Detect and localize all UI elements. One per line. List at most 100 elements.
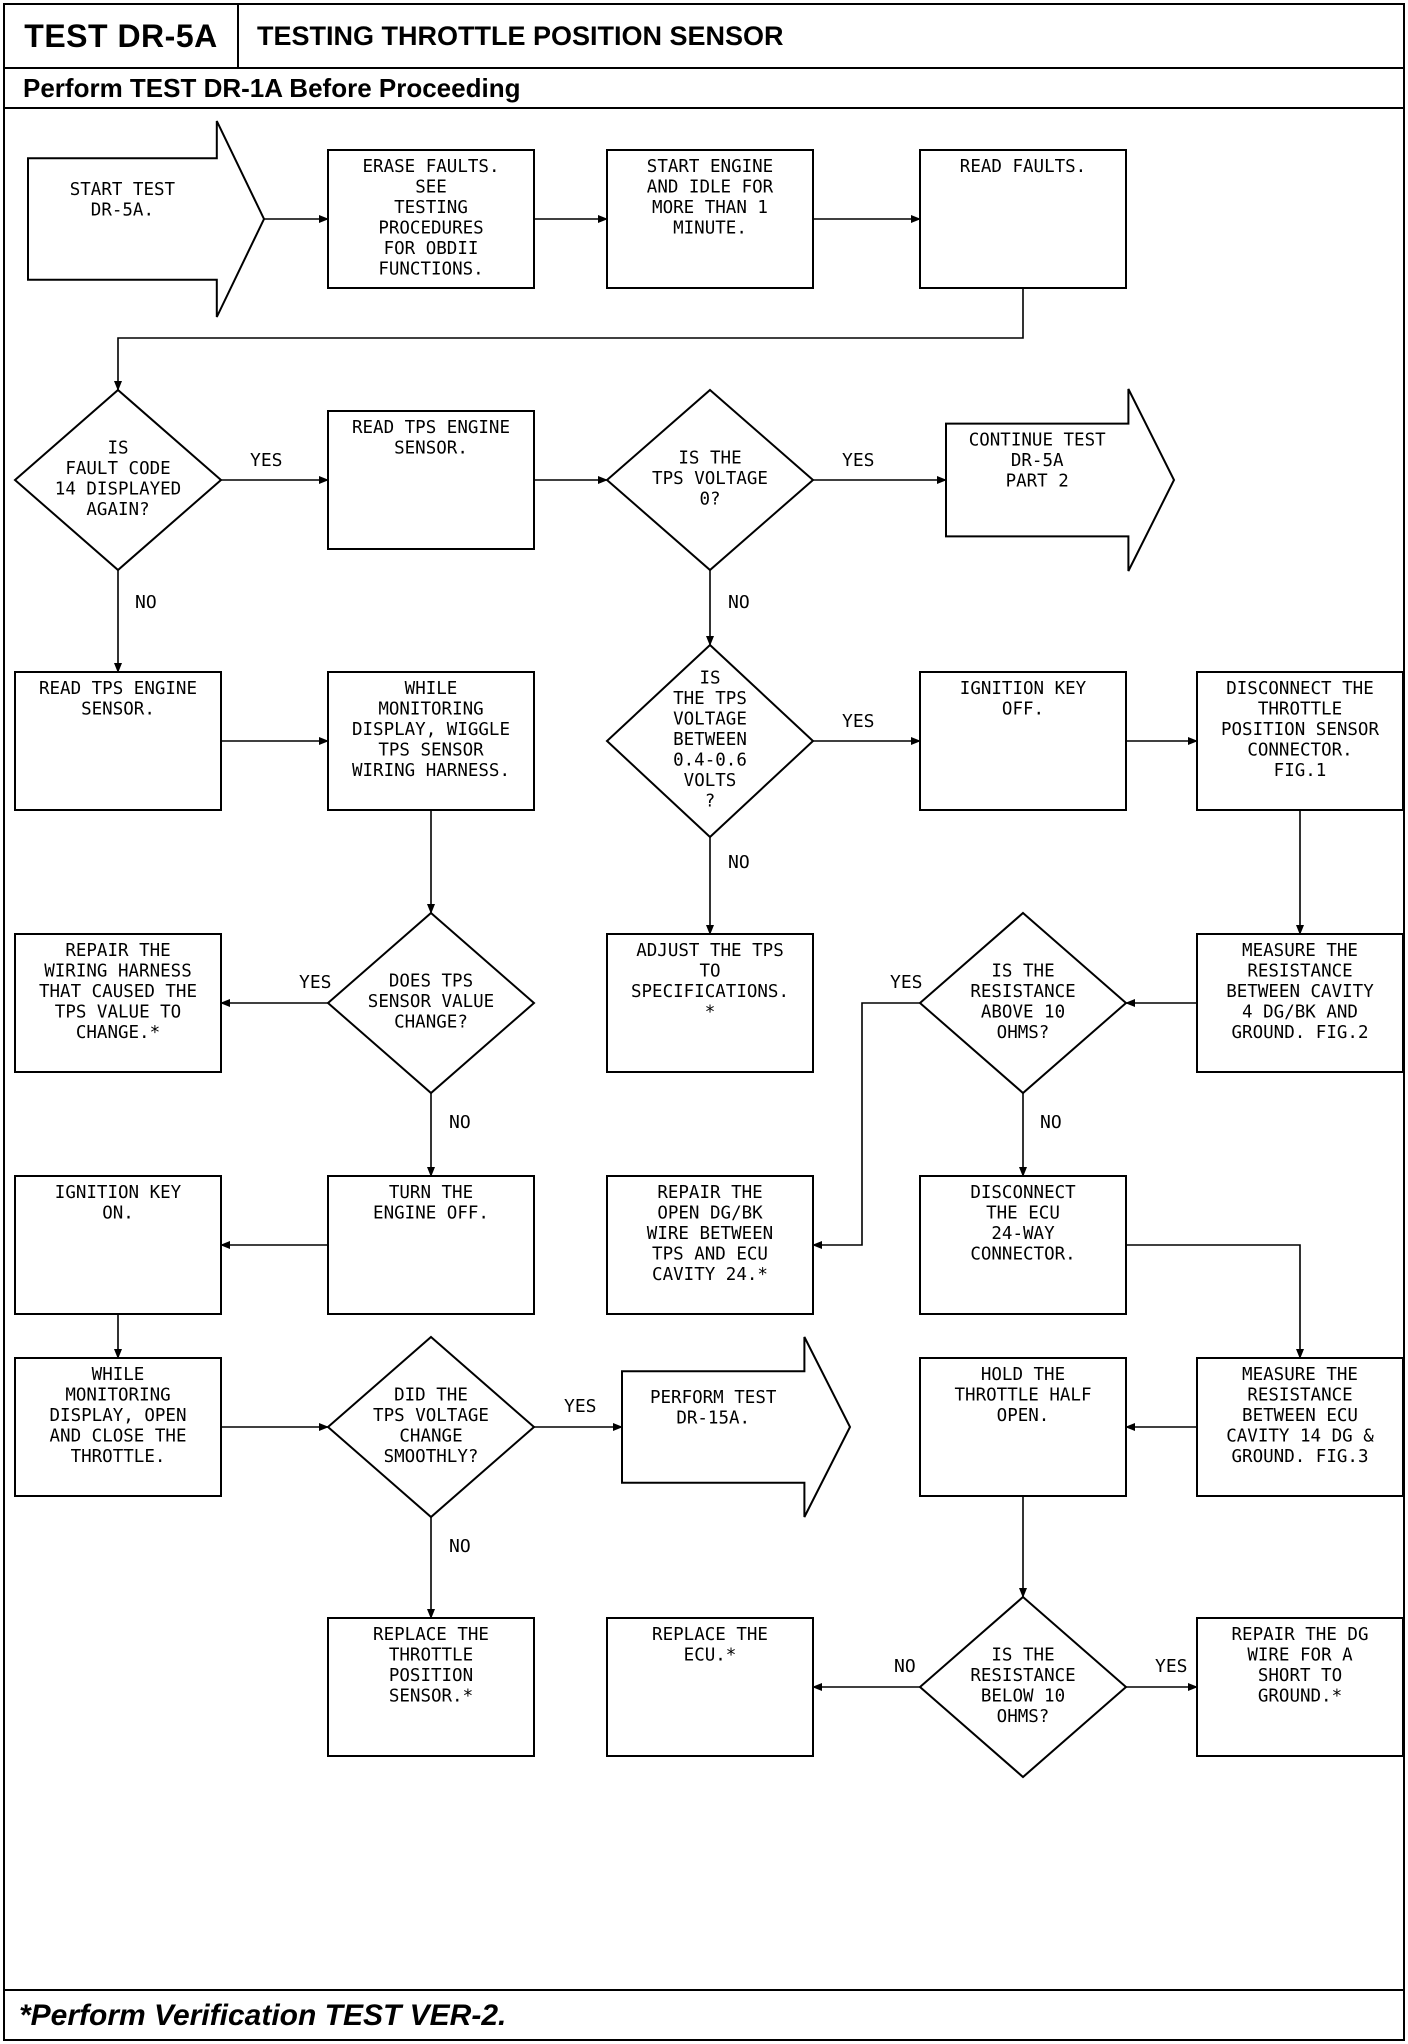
node-text-line: WHILE <box>92 1365 145 1385</box>
node-text-line: THROTTLE HALF <box>955 1386 1092 1406</box>
node-text-line: DID THE <box>394 1385 468 1405</box>
node-text-line: 14 DISPLAYED <box>55 479 181 499</box>
node-text-line: RESISTANCE <box>970 1666 1075 1686</box>
node-text-line: OHMS? <box>997 1023 1050 1043</box>
node-text-line: MORE THAN 1 <box>652 198 768 218</box>
node-shape-box <box>327 149 535 289</box>
node-shape-box <box>14 671 222 811</box>
node-text-line: ERASE FAULTS. <box>363 157 500 177</box>
node-shape-box <box>327 410 535 550</box>
node-text-line: MONITORING <box>378 700 483 720</box>
node-shape-diamond <box>918 911 1128 1095</box>
node-text-line: THAT CAUSED THE <box>39 982 197 1002</box>
node-text-line: CHANGE <box>399 1426 462 1446</box>
header-row: TEST DR-5A TESTING THROTTLE POSITION SEN… <box>5 5 1403 69</box>
edge-label: NO <box>728 592 750 613</box>
node-text-line: CONTINUE TEST <box>969 431 1106 451</box>
node-text-line: DISCONNECT THE <box>1226 679 1374 699</box>
node-text-line: IGNITION KEY <box>55 1183 182 1203</box>
node-text-line: ABOVE 10 <box>981 1002 1065 1022</box>
edge-above10-to-repairopen <box>812 1002 920 1249</box>
node-text-line: DR-15A. <box>676 1408 750 1428</box>
node-text-line: POSITION <box>389 1666 473 1686</box>
node-text-line: READ TPS ENGINE <box>39 679 197 699</box>
node-text-line: MONITORING <box>65 1386 170 1406</box>
node-text-line: WHILE <box>405 679 458 699</box>
node-text-line: POSITION SENSOR <box>1221 720 1380 740</box>
edge-label: NO <box>894 1656 916 1677</box>
node-text-line: FIG.1 <box>1274 761 1327 781</box>
edge-label: NO <box>449 1536 471 1557</box>
node-text-line: PROCEDURES <box>378 219 483 239</box>
node-shape-box <box>1196 671 1404 811</box>
node-text-line: 24-WAY <box>991 1224 1055 1244</box>
node-text-line: WIRE BETWEEN <box>647 1224 773 1244</box>
edge-label: YES <box>250 450 283 471</box>
node-text-line: SENSOR VALUE <box>368 992 494 1012</box>
node-text-line: BELOW 10 <box>981 1686 1065 1706</box>
node-text-line: FUNCTIONS. <box>378 260 483 280</box>
node-text-line: IS <box>699 669 720 689</box>
node-text-line: IS THE <box>991 1645 1054 1665</box>
node-text-line: SENSOR.* <box>389 1687 473 1707</box>
node-text-line: DISPLAY, WIGGLE <box>352 720 510 740</box>
prerequisite-note: Perform TEST DR-1A Before Proceeding <box>5 69 1403 109</box>
node-text-line: READ FAULTS. <box>960 157 1086 177</box>
node-text-line: PERFORM TEST <box>650 1388 777 1408</box>
node-text-line: HOLD THE <box>981 1365 1065 1385</box>
node-text-line: TURN THE <box>389 1183 473 1203</box>
node-text-line: RESISTANCE <box>1247 1386 1352 1406</box>
node-text-line: VOLTAGE <box>673 710 747 730</box>
node-text-line: THROTTLE. <box>71 1447 166 1467</box>
node-text-line: SENSOR. <box>394 439 468 459</box>
node-text-line: ENGINE OFF. <box>373 1204 489 1224</box>
node-text-line: START TEST <box>70 180 176 200</box>
node-shape-box <box>606 149 814 289</box>
node-text-line: ADJUST THE TPS <box>636 941 784 961</box>
node-text-line: AND CLOSE THE <box>50 1427 187 1447</box>
node-text-line: MINUTE. <box>673 219 747 239</box>
node-text-line: GROUND. FIG.3 <box>1232 1447 1369 1467</box>
footer-note: *Perform Verification TEST VER-2. <box>5 1989 1403 2041</box>
node-text-line: AND IDLE FOR <box>647 178 774 198</box>
flowchart-frame: TEST DR-5A TESTING THROTTLE POSITION SEN… <box>3 3 1405 2041</box>
edge-label: NO <box>135 592 157 613</box>
edge-label: YES <box>842 450 875 471</box>
node-text-line: DR-5A <box>1011 451 1064 471</box>
node-text-line: SENSOR. <box>81 700 155 720</box>
node-text-line: RESISTANCE <box>970 982 1075 1002</box>
node-text-line: THE ECU <box>986 1204 1060 1224</box>
node-text-line: REPAIR THE DG <box>1232 1625 1369 1645</box>
test-id: TEST DR-5A <box>5 5 239 67</box>
node-shape-box <box>606 1617 814 1757</box>
node-text-line: START ENGINE <box>647 157 773 177</box>
node-shape-box <box>1196 1357 1404 1497</box>
node-text-line: WIRING HARNESS <box>44 962 192 982</box>
node-shape-box <box>919 671 1127 811</box>
node-text-line: REPAIR THE <box>657 1183 762 1203</box>
node-text-line: CHANGE.* <box>76 1023 160 1043</box>
node-shape-box <box>606 1175 814 1315</box>
node-text-line: SEE <box>415 178 447 198</box>
node-text-line: REPLACE THE <box>373 1625 489 1645</box>
node-shape-arrow <box>945 388 1176 572</box>
node-text-line: GROUND.* <box>1258 1687 1342 1707</box>
node-text-line: TPS VOLTAGE <box>373 1406 489 1426</box>
node-text-line: ? <box>705 792 716 812</box>
node-shape-box <box>606 933 814 1073</box>
node-shape-box <box>327 1617 535 1757</box>
